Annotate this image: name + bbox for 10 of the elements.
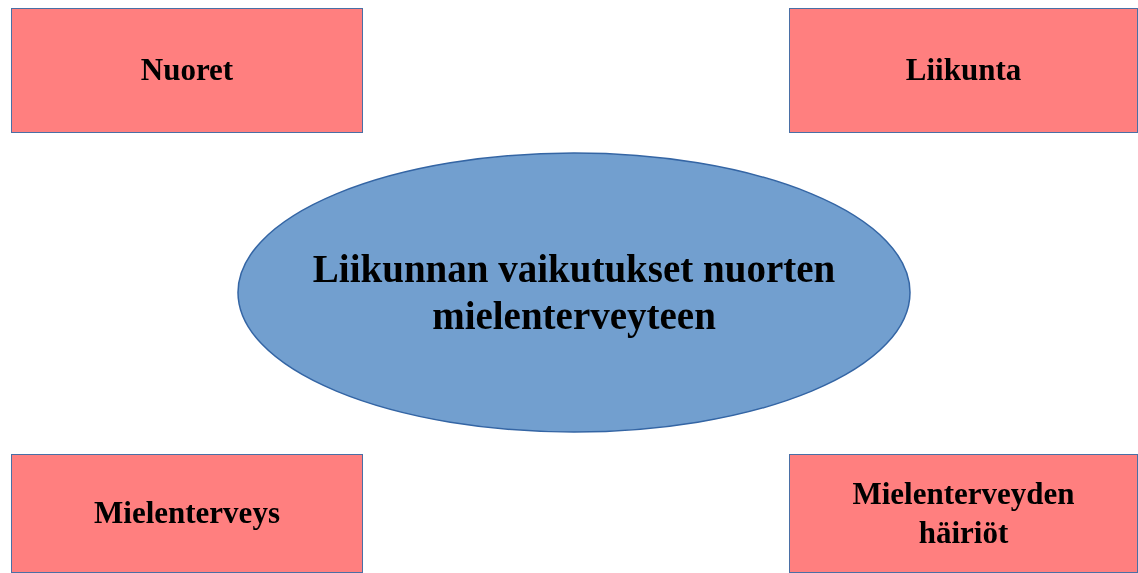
node-label: Mielenterveys [94,494,280,533]
topic-box [11,8,363,133]
node-label: Liikunta [905,51,1022,90]
node-label: Liikunnan vaikutukset nuorten mielenterveyteen [311,245,837,340]
topic-box [789,454,1138,573]
node-label: Mielenterveyden häiriöt [851,474,1076,552]
topic-box [789,8,1138,133]
node-label: Nuoret [140,51,234,90]
topic-ellipse [237,152,911,433]
topic-box [11,454,363,573]
